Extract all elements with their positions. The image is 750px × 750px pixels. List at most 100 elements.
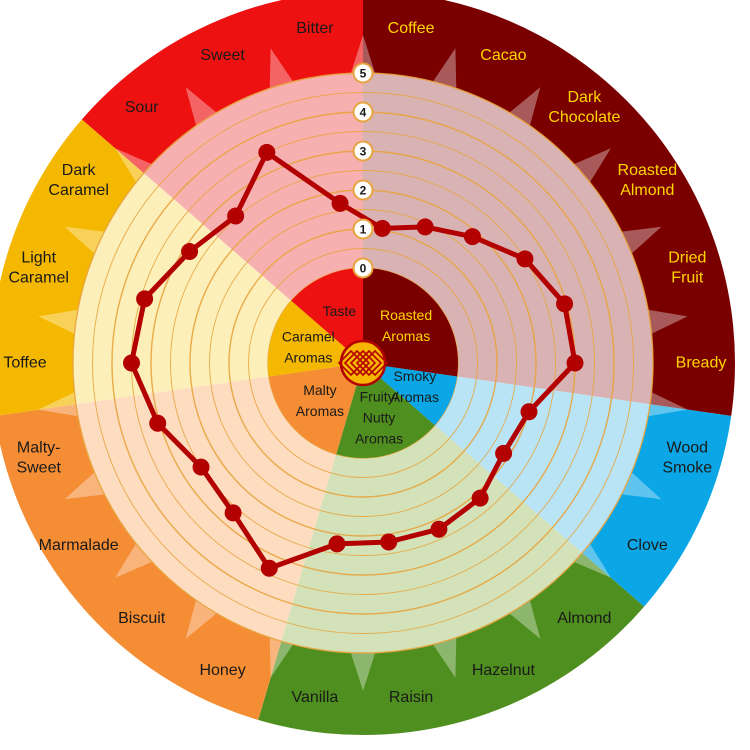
- attribute-label-dried-fruit: Fruit: [671, 269, 704, 286]
- notch-marker: [350, 652, 376, 691]
- notch-marker: [350, 35, 376, 74]
- data-point-biscuit: [224, 504, 242, 522]
- attribute-label-toffee: Toffee: [3, 355, 46, 372]
- group-label-fruity-nutty-aromas: Nutty: [363, 410, 396, 426]
- attribute-label-dried-fruit: Dried: [668, 249, 706, 266]
- group-band-taste: [66, 0, 363, 174]
- inner-sector-taste: [291, 268, 363, 363]
- attribute-label-biscuit: Biscuit: [118, 610, 166, 627]
- lattice-diamond: [349, 349, 377, 377]
- inner-sector-caramel-aromas: [268, 300, 363, 377]
- data-point-clove: [495, 444, 513, 462]
- grid-ring: [209, 209, 517, 517]
- grid-ring: [170, 170, 556, 556]
- group-label-roasted-aromas: Roasted: [380, 307, 432, 323]
- lattice-diamond: [361, 349, 389, 377]
- scale-tick-label: 5: [360, 67, 367, 81]
- attribute-label-wood-smoke: Wood: [667, 440, 709, 457]
- attribute-label-malty-sweet: Malty-: [17, 440, 61, 457]
- scale-tick-label: 2: [360, 184, 367, 198]
- notch-marker: [621, 226, 662, 254]
- notch-marker: [38, 392, 78, 417]
- attribute-label-malty-sweet: Sweet: [16, 460, 61, 477]
- group-label-smoky-aromas: Aromas: [391, 389, 439, 405]
- data-point-cacao: [416, 218, 434, 236]
- data-point-sweet: [258, 143, 276, 161]
- attribute-label-dark-chocolate: Chocolate: [548, 109, 620, 126]
- data-point-hazelnut: [430, 520, 448, 538]
- scale-tick-label: 4: [360, 106, 367, 120]
- data-point-dark-chocolate: [463, 228, 481, 246]
- data-point-dark-caramel: [181, 243, 199, 261]
- lattice-diamond: [343, 349, 371, 377]
- group-label-smoky-aromas: Smoky: [393, 368, 436, 384]
- data-point-malty-sweet: [149, 414, 167, 432]
- inner-sector-smoky-aromas: [363, 363, 458, 426]
- attribute-label-hazelnut: Hazelnut: [472, 662, 536, 679]
- lattice-diamond: [355, 349, 383, 377]
- attribute-label-dark-caramel: Caramel: [48, 182, 108, 199]
- notch-marker: [269, 637, 294, 678]
- notch-marker: [509, 600, 541, 639]
- notch-marker: [64, 472, 105, 500]
- scale-tick-badge: [352, 179, 374, 201]
- group-band-malty-aromas: [0, 404, 282, 735]
- notch-marker: [185, 600, 217, 639]
- notch-marker: [648, 392, 688, 417]
- data-point-light-caramel: [136, 290, 154, 308]
- data-point-sour: [227, 207, 245, 225]
- attribute-label-coffee: Coffee: [388, 20, 435, 37]
- group-label-fruity-nutty-aromas: Aromas: [355, 431, 403, 447]
- scale-tick-badge: [352, 218, 374, 240]
- group-band-roasted-aromas: [363, 0, 735, 419]
- scale-tick-label: 1: [360, 223, 367, 237]
- attribute-label-almond: Almond: [557, 610, 611, 627]
- grid-ring: [92, 92, 634, 634]
- notch-marker: [432, 637, 457, 678]
- data-point-raisin: [380, 533, 398, 551]
- attribute-label-roasted-almond: Almond: [620, 182, 674, 199]
- data-point-bready: [566, 354, 584, 372]
- attribute-label-dark-caramel: Dark: [62, 162, 97, 179]
- attribute-label-sour: Sour: [125, 99, 159, 116]
- attribute-label-raisin: Raisin: [389, 689, 433, 706]
- scale-tick-label: 0: [360, 262, 367, 276]
- notch-marker: [269, 48, 294, 89]
- data-point-toffee: [123, 354, 140, 372]
- attribute-label-bitter: Bitter: [296, 20, 334, 37]
- data-point-bitter: [331, 194, 349, 212]
- group-label-taste: Taste: [323, 303, 357, 319]
- attribute-label-bready: Bready: [676, 355, 727, 372]
- group-label-fruity-nutty-aromas: Fruity/: [360, 389, 399, 405]
- data-point-wood-smoke: [520, 403, 538, 421]
- inner-sector-roasted-aromas: [363, 268, 459, 377]
- group-label-malty-aromas: Aromas: [296, 403, 344, 419]
- group-label-caramel-aromas: Aromas: [284, 349, 332, 365]
- data-point-marmalade: [192, 458, 210, 476]
- data-point-dried-fruit: [556, 295, 574, 313]
- scale-tick-badge: [352, 257, 374, 279]
- notch-marker: [509, 87, 541, 126]
- attribute-label-cacao: Cacao: [480, 47, 526, 64]
- notch-marker: [64, 226, 105, 254]
- data-point-coffee: [373, 219, 391, 237]
- attribute-label-light-caramel: Caramel: [8, 269, 68, 286]
- grid-ring: [248, 248, 478, 478]
- attribute-label-marmalade: Marmalade: [39, 537, 119, 554]
- data-point-vanilla: [328, 535, 346, 553]
- attribute-label-clove: Clove: [627, 537, 668, 554]
- attribute-label-sweet: Sweet: [200, 47, 245, 64]
- group-label-roasted-aromas: Aromas: [382, 328, 430, 344]
- notch-marker: [185, 87, 217, 126]
- attribute-label-honey: Honey: [199, 662, 245, 679]
- data-point-roasted-almond: [516, 250, 534, 268]
- scale-tick-badge: [352, 140, 374, 162]
- group-label-malty-aromas: Malty: [303, 382, 336, 398]
- notch-marker: [38, 309, 78, 334]
- attribute-label-roasted-almond: Roasted: [618, 162, 678, 179]
- group-plot-tint-malty-aromas: [75, 363, 363, 642]
- scale-tick-badge: [352, 62, 374, 84]
- data-point-almond: [471, 489, 489, 507]
- notch-marker: [621, 472, 662, 500]
